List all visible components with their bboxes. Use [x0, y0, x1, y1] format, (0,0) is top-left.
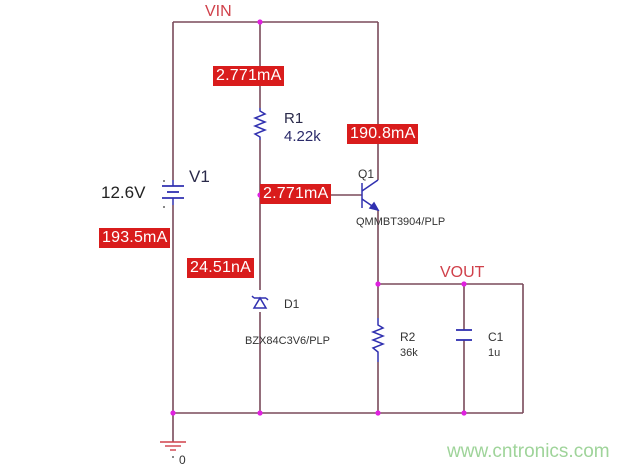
d1-part: BZX84C3V6/PLP	[245, 335, 330, 347]
ground-icon	[160, 441, 186, 451]
r1-value: 4.22k	[284, 128, 321, 145]
r2-ref: R2	[400, 330, 416, 344]
r2-value: 36k	[400, 347, 418, 359]
net-label-vout: VOUT	[440, 264, 485, 281]
zener-diode-icon	[251, 295, 269, 309]
current-badge-q1-collector: 190.8mA	[347, 124, 419, 144]
net-label-vin: VIN	[205, 3, 232, 20]
npn-transistor-icon	[361, 179, 380, 212]
watermark: www.cntronics.com	[447, 441, 610, 462]
battery-icon	[162, 180, 184, 208]
v1-value: 12.6V	[101, 183, 146, 202]
current-badge-r1: 2.771mA	[213, 66, 285, 86]
q1-ref: Q1	[358, 167, 375, 181]
c1-ref: C1	[488, 330, 504, 344]
junction-nodes	[170, 19, 467, 416]
q1-part: QMMBT3904/PLP	[356, 216, 446, 228]
v1-ref: V1	[189, 167, 210, 186]
c1-value: 1u	[488, 347, 501, 359]
current-badge-q1-base: 2.771mA	[260, 184, 332, 204]
current-badge-v1: 193.5mA	[99, 228, 171, 248]
current-badge-d1: 24.51nA	[187, 258, 255, 278]
r1-resistor-icon	[252, 108, 268, 140]
capacitor-icon	[456, 329, 472, 341]
d1-ref: D1	[284, 297, 300, 311]
net-label-ground: 0	[179, 453, 186, 467]
r2-resistor-icon	[370, 318, 386, 362]
r1-ref: R1	[284, 110, 304, 127]
